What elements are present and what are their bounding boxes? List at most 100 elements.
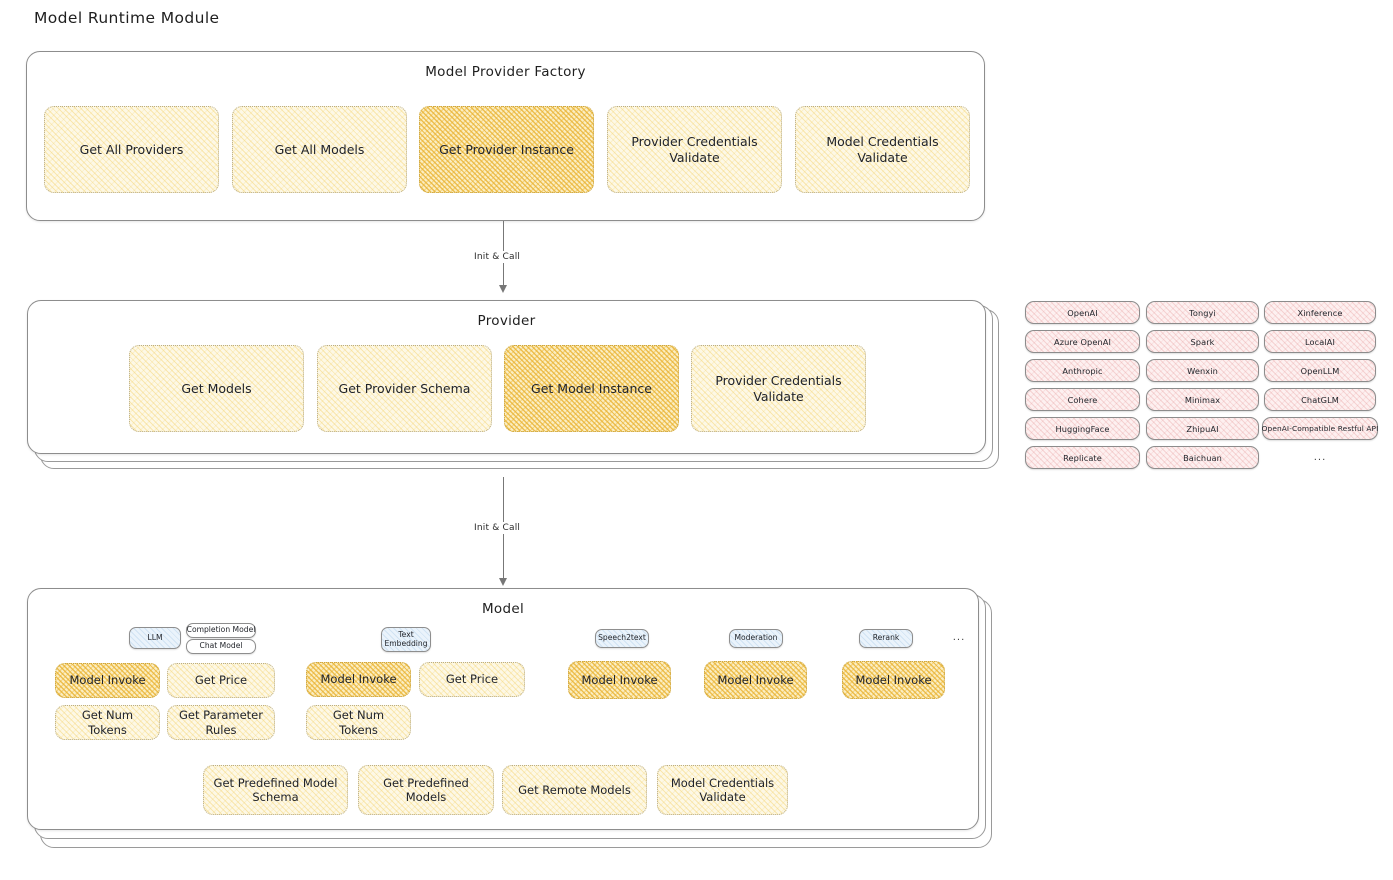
arrow-factory-to-provider-label: Init & Call	[470, 251, 525, 263]
provider-chip-label: Wenxin	[1187, 365, 1218, 376]
provider-chip-label: Xinference	[1297, 307, 1343, 318]
provider-method-label: Provider Credentials Validate	[715, 372, 842, 404]
model-common-method-label: Get Predefined Model Schema	[213, 775, 338, 804]
model-common-method-label: Get Predefined Models	[383, 775, 469, 804]
llm-method-label: Model Invoke	[69, 673, 146, 688]
provider-chip-label: ZhipuAI	[1186, 423, 1219, 434]
provider-chip-huggingface[interactable]: HuggingFace	[1025, 417, 1140, 440]
text-embedding-method-model-invoke[interactable]: Model Invoke	[306, 662, 411, 697]
model-type-chip-rerank[interactable]: Rerank	[859, 629, 913, 648]
provider-chip-label: Cohere	[1067, 394, 1098, 405]
factory-method-label: Model Credentials Validate	[826, 133, 939, 165]
model-type-chip-speech2text[interactable]: Speech2text	[595, 629, 649, 648]
provider-chip-more: ...	[1313, 452, 1327, 463]
provider-chip-openllm[interactable]: OpenLLM	[1264, 359, 1376, 382]
model-subtype-chip-chat-model[interactable]: Chat Model	[186, 639, 256, 654]
provider-chip-chatglm[interactable]: ChatGLM	[1264, 388, 1376, 411]
llm-method-get-parameter-rules[interactable]: Get Parameter Rules	[167, 705, 275, 740]
factory-method-model-credentials-validate[interactable]: Model Credentials Validate	[795, 106, 970, 193]
provider-chip-label: Anthropic	[1062, 365, 1103, 376]
provider-chip-label: OpenAI-Compatible Restful API	[1261, 424, 1379, 433]
provider-chip-spark[interactable]: Spark	[1146, 330, 1259, 353]
rerank-method-model-invoke[interactable]: Model Invoke	[842, 661, 945, 699]
provider-method-get-models[interactable]: Get Models	[129, 345, 304, 432]
moderation-method-model-invoke[interactable]: Model Invoke	[704, 661, 807, 699]
llm-method-model-invoke[interactable]: Model Invoke	[55, 663, 160, 698]
llm-method-get-num-tokens[interactable]: Get Num Tokens	[55, 705, 160, 740]
provider-chip-anthropic[interactable]: Anthropic	[1025, 359, 1140, 382]
factory-method-label: Get All Models	[274, 141, 365, 157]
provider-method-label: Get Models	[181, 380, 252, 396]
llm-method-label: Get Price	[194, 673, 248, 688]
factory-method-get-provider-instance[interactable]: Get Provider Instance	[419, 106, 594, 193]
factory-method-label: Get All Providers	[79, 141, 184, 157]
provider-chip-xinference[interactable]: Xinference	[1264, 301, 1376, 324]
moderation-method-label: Model Invoke	[717, 672, 794, 687]
provider-chip-localai[interactable]: LocalAI	[1264, 330, 1376, 353]
factory-method-provider-credentials-validate[interactable]: Provider Credentials Validate	[607, 106, 782, 193]
provider-chip-label: Tongyi	[1189, 307, 1216, 318]
model-type-label: Moderation	[734, 633, 778, 643]
provider-chip-minimax[interactable]: Minimax	[1146, 388, 1259, 411]
model-type-chip-moderation[interactable]: Moderation	[729, 629, 783, 648]
model-panel: Model	[27, 588, 979, 830]
model-type-label: LLM	[147, 632, 163, 642]
rerank-method-label: Model Invoke	[855, 672, 932, 687]
provider-chip-openai[interactable]: OpenAI	[1025, 301, 1140, 324]
provider-chip-wenxin[interactable]: Wenxin	[1146, 359, 1259, 382]
model-title: Model	[481, 601, 525, 617]
provider-chip-label: LocalAI	[1305, 336, 1335, 347]
model-type-label: Rerank	[872, 633, 900, 643]
text-embedding-method-get-price[interactable]: Get Price	[419, 662, 525, 697]
text-embedding-method-get-num-tokens[interactable]: Get Num Tokens	[306, 705, 411, 740]
provider-method-get-provider-schema[interactable]: Get Provider Schema	[317, 345, 492, 432]
text-embedding-method-label: Get Price	[445, 672, 499, 687]
speech2text-method-model-invoke[interactable]: Model Invoke	[568, 661, 671, 699]
provider-chip-replicate[interactable]: Replicate	[1025, 446, 1140, 469]
provider-chip-label: Azure OpenAI	[1054, 336, 1111, 347]
provider-chip-azure-openai[interactable]: Azure OpenAI	[1025, 330, 1140, 353]
arrow-provider-to-model-head	[498, 578, 507, 586]
page-title: Model Runtime Module	[34, 9, 220, 27]
model-common-method-get-predefined-models[interactable]: Get Predefined Models	[358, 765, 494, 815]
llm-method-get-price[interactable]: Get Price	[167, 663, 275, 698]
provider-chip-label: Baichuan	[1183, 452, 1222, 463]
factory-method-get-all-providers[interactable]: Get All Providers	[44, 106, 219, 193]
factory-method-label: Provider Credentials Validate	[631, 133, 758, 165]
model-common-method-get-predefined-model-schema[interactable]: Get Predefined Model Schema	[203, 765, 348, 815]
model-type-label: Speech2text	[598, 633, 646, 643]
provider-chip-baichuan[interactable]: Baichuan	[1146, 446, 1259, 469]
model-type-chip-text-embedding[interactable]: Text Embedding	[381, 627, 431, 652]
provider-chip-label: Spark	[1190, 336, 1215, 347]
llm-method-label: Get Num Tokens	[81, 708, 134, 737]
provider-chip-zhipuai[interactable]: ZhipuAI	[1146, 417, 1259, 440]
provider-title: Provider	[477, 313, 536, 329]
model-type-label: Text Embedding	[384, 629, 428, 648]
provider-chip-tongyi[interactable]: Tongyi	[1146, 301, 1259, 324]
model-subtype-label: Chat Model	[199, 641, 243, 651]
model-subtype-chip-completion-model[interactable]: Completion Model	[186, 623, 256, 638]
provider-chip-label: OpenLLM	[1300, 365, 1340, 376]
factory-method-label: Get Provider Instance	[439, 141, 574, 157]
provider-chip-label: OpenAI	[1067, 307, 1098, 318]
provider-chip-cohere[interactable]: Cohere	[1025, 388, 1140, 411]
factory-method-get-all-models[interactable]: Get All Models	[232, 106, 407, 193]
provider-chip-label: ChatGLM	[1301, 394, 1339, 405]
model-common-method-model-credentials-validate[interactable]: Model Credentials Validate	[657, 765, 788, 815]
provider-method-label: Get Provider Schema	[338, 380, 471, 396]
text-embedding-method-label: Get Num Tokens	[332, 708, 385, 737]
provider-chip-openai-compatible-restful-api[interactable]: OpenAI-Compatible Restful API	[1262, 417, 1378, 440]
provider-method-get-model-instance[interactable]: Get Model Instance	[504, 345, 679, 432]
provider-method-provider-credentials-validate[interactable]: Provider Credentials Validate	[691, 345, 866, 432]
provider-chip-label: HuggingFace	[1055, 423, 1110, 434]
model-type-more: ...	[952, 632, 966, 643]
text-embedding-method-label: Model Invoke	[320, 672, 397, 687]
arrow-provider-to-model-label: Init & Call	[470, 522, 525, 534]
model-common-method-label: Model Credentials Validate	[670, 775, 775, 804]
model-type-chip-llm[interactable]: LLM	[129, 627, 181, 649]
model-subtype-label: Completion Model	[186, 625, 256, 635]
provider-method-label: Get Model Instance	[531, 380, 652, 396]
provider-chip-label: Minimax	[1184, 394, 1221, 405]
model-common-method-get-remote-models[interactable]: Get Remote Models	[502, 765, 647, 815]
provider-chip-label: Replicate	[1063, 452, 1102, 463]
